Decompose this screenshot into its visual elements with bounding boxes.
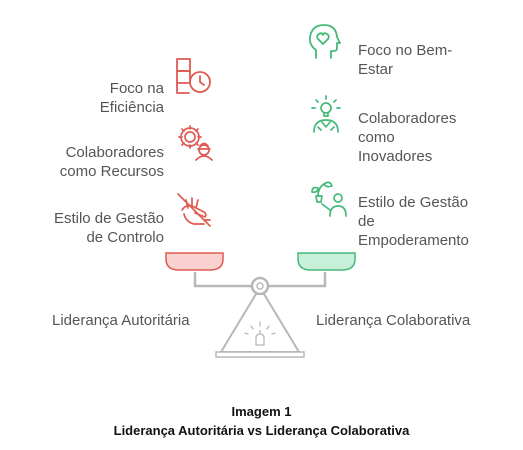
right-item-label: Colaboradores como Inovadores xyxy=(358,110,457,165)
caption-title: Liderança Autoritária vs Liderança Colab… xyxy=(113,423,410,438)
left-item-label: Estilo de Gestão de Controlo xyxy=(53,210,164,246)
left-item-efficiency: Foco na Eficiência xyxy=(100,60,164,117)
right-side-label: Liderança Colaborativa xyxy=(316,312,471,329)
right-item-label: Estilo de Gestão de Empoderamento xyxy=(358,194,469,249)
right-item-label: Foco no Bem- Estar xyxy=(358,42,453,78)
scale-foot xyxy=(215,351,305,358)
right-item-innovators: Colaboradores como Inovadores xyxy=(358,90,456,166)
right-item-wellbeing: Foco no Bem- Estar xyxy=(358,22,452,79)
gears-worker-icon xyxy=(178,125,213,161)
left-item-resources: Colaboradores como Recursos xyxy=(60,124,164,181)
lightbulb-person-icon xyxy=(311,95,341,133)
right-pan xyxy=(297,252,356,271)
clipboard-clock-icon xyxy=(176,58,211,94)
controlling-hand-icon xyxy=(177,193,211,227)
caption-number: Imagem 1 xyxy=(231,404,292,419)
heart-head-icon xyxy=(308,24,341,59)
left-item-label: Foco na Eficiência xyxy=(99,80,164,116)
left-side-label: Liderança Autoritária xyxy=(52,312,190,329)
left-item-label: Colaboradores como Recursos xyxy=(59,144,164,180)
left-pan xyxy=(165,252,224,271)
right-item-empowerment: Estilo de Gestão de Empoderamento xyxy=(358,174,469,250)
left-item-control: Estilo de Gestão de Controlo xyxy=(54,190,164,247)
scale-gauge xyxy=(244,321,276,335)
growing-plant-person-icon xyxy=(311,181,347,217)
